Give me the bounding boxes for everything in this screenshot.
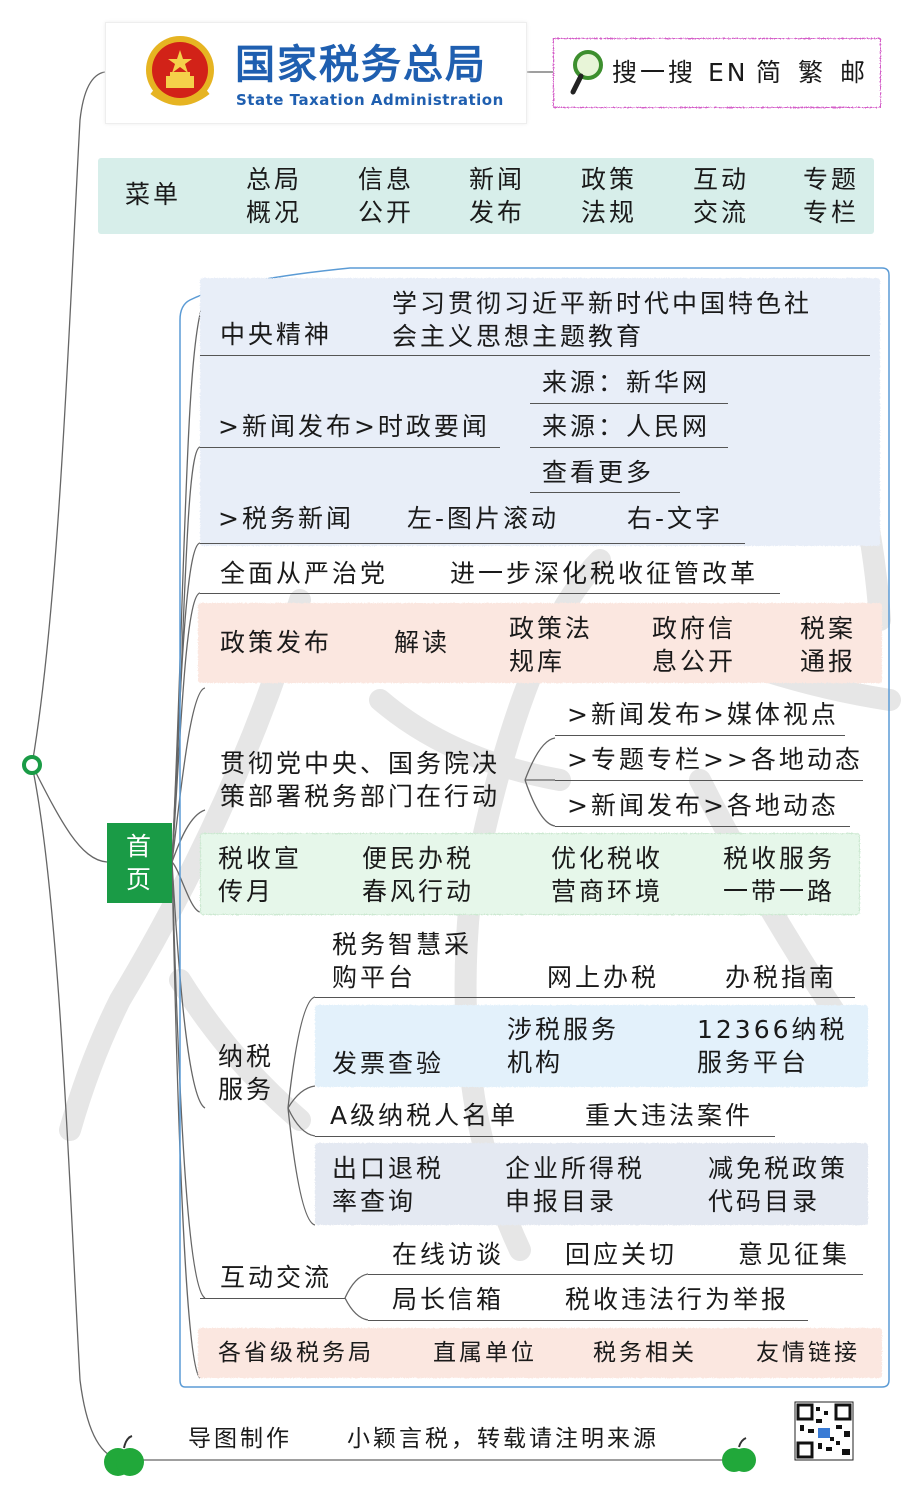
central-spirit-desc[interactable]: 学习贯彻习近平新时代中国特色社 会主义思想主题教育 [392, 289, 813, 351]
interaction-label[interactable]: 互动交流 [220, 1263, 333, 1292]
action-topic-local[interactable]: >专题专栏>>各地动态 [567, 745, 863, 774]
tax-news-right[interactable]: 右-文字 [627, 504, 724, 533]
menu-item-interaction[interactable]: 互动 交流 [693, 165, 750, 227]
policy-law-library[interactable]: 政策法 规库 [509, 614, 594, 676]
major-violations[interactable]: 重大违法案件 [585, 1101, 754, 1130]
action-label[interactable]: 贯彻党中央、国务院决 策部署税务部门在行动 [220, 749, 501, 811]
central-spirit-label[interactable]: 中央精神 [220, 320, 333, 349]
link-simplified[interactable]: 简 [756, 58, 785, 87]
invoice-check[interactable]: 发票查验 [332, 1049, 445, 1078]
divider [315, 1136, 775, 1137]
divider [200, 447, 500, 448]
qr-code [794, 1401, 854, 1461]
provincial-bureaus[interactable]: 各省级税务局 [218, 1340, 374, 1366]
national-emblem-icon [146, 36, 214, 106]
taxpayer-service-label[interactable]: 纳税 服务 [218, 1042, 275, 1104]
news-politics-label[interactable]: >新闻发布>时政要闻 [218, 412, 490, 441]
gov-info-disclosure[interactable]: 政府信 息公开 [652, 614, 737, 676]
collection-reform[interactable]: 进一步深化税收征管改革 [450, 559, 759, 588]
tax-news-label[interactable]: >税务新闻 [218, 504, 354, 533]
home-node[interactable] [107, 823, 172, 903]
divider [368, 1274, 863, 1275]
divider [555, 735, 845, 736]
response-concerns[interactable]: 回应关切 [565, 1240, 678, 1269]
campaign-business-env[interactable]: 优化税收 营商环境 [551, 844, 664, 906]
tax-news-left[interactable]: 左-图片滚动 [407, 504, 560, 533]
divider [200, 1298, 345, 1299]
tax-service-agency[interactable]: 涉税服务 机构 [507, 1015, 620, 1077]
hotline-12366[interactable]: 12366纳税 服务平台 [697, 1015, 848, 1077]
export-band [315, 1143, 868, 1225]
divider [368, 1320, 808, 1321]
violation-report[interactable]: 税收违法行为举报 [565, 1285, 790, 1314]
policy-release[interactable]: 政策发布 [220, 628, 333, 657]
divider [555, 826, 850, 827]
online-tax[interactable]: 网上办税 [547, 963, 660, 992]
footer-links-band [198, 1328, 882, 1378]
root-node [22, 755, 42, 775]
action-news-local[interactable]: >新闻发布>各地动态 [567, 791, 839, 820]
tax-related[interactable]: 税务相关 [593, 1340, 697, 1366]
home-label[interactable]: 首 页 [126, 832, 155, 894]
search-box[interactable] [553, 38, 881, 108]
central-news-band [200, 278, 880, 546]
divider [530, 403, 728, 404]
friendly-links[interactable]: 友情链接 [756, 1340, 860, 1366]
search-label[interactable]: 搜一搜 [612, 58, 697, 87]
divider [555, 780, 863, 781]
divider [530, 492, 680, 493]
menu-label: 菜单 [125, 180, 182, 209]
menu-item-info-disclosure[interactable]: 信息 公开 [358, 165, 415, 227]
apple-icon-right [722, 1437, 756, 1472]
menu-item-policy[interactable]: 政策 法规 [581, 165, 638, 227]
smart-procurement[interactable]: 税务智慧采 购平台 [332, 930, 473, 992]
campaign-spring-breeze[interactable]: 便民办税 春风行动 [362, 844, 475, 906]
affiliated-units[interactable]: 直属单位 [433, 1340, 537, 1366]
policy-interpretation[interactable]: 解读 [394, 628, 451, 657]
menu-item-overview[interactable]: 总局 概况 [246, 165, 303, 227]
credits-label: 导图制作 [188, 1426, 292, 1452]
divider [315, 997, 855, 998]
news-source-xinhua[interactable]: 来源：新华网 [542, 368, 711, 397]
menu-item-special-topics[interactable]: 专题 专栏 [803, 165, 860, 227]
menu-item-news[interactable]: 新闻 发布 [469, 165, 526, 227]
a-level-taxpayers[interactable]: A级纳税人名单 [330, 1101, 519, 1130]
home-frame [179, 267, 890, 1388]
campaign-tax-month[interactable]: 税收宣 传月 [218, 844, 303, 906]
magnifier-icon[interactable] [568, 48, 608, 96]
divider [200, 593, 780, 594]
invoice-band [315, 1005, 868, 1087]
divider [200, 355, 870, 356]
export-rebate-query[interactable]: 出口退税 率查询 [332, 1154, 445, 1216]
divider [200, 543, 745, 544]
party-discipline[interactable]: 全面从严治党 [220, 559, 389, 588]
opinion-collection[interactable]: 意见征集 [738, 1240, 851, 1269]
credits-text: 小颖言税，转载请注明来源 [347, 1426, 659, 1452]
link-mail[interactable]: 邮 [840, 58, 869, 87]
link-traditional[interactable]: 繁 [798, 58, 827, 87]
director-mailbox[interactable]: 局长信箱 [392, 1285, 505, 1314]
divider [530, 447, 728, 448]
news-more-link[interactable]: 查看更多 [542, 458, 655, 487]
campaign-belt-road[interactable]: 税收服务 一带一路 [723, 844, 836, 906]
tax-relief-code-catalog[interactable]: 减免税政策 代码目录 [708, 1154, 849, 1216]
agency-name-cn: 国家税务总局 [235, 42, 487, 88]
action-media-view[interactable]: >新闻发布>媒体视点 [567, 700, 839, 729]
policy-band [198, 603, 882, 683]
apple-icon-left [104, 1435, 144, 1476]
tax-guide[interactable]: 办税指南 [725, 963, 838, 992]
tax-case-report[interactable]: 税案 通报 [800, 614, 857, 676]
online-interview[interactable]: 在线访谈 [392, 1240, 505, 1269]
cit-filing-catalog[interactable]: 企业所得税 申报目录 [505, 1154, 646, 1216]
link-en[interactable]: EN [708, 58, 749, 87]
agency-name-en: State Taxation Administration [236, 91, 504, 109]
campaign-band [200, 833, 860, 915]
news-source-people[interactable]: 来源：人民网 [542, 412, 711, 441]
menu-bar [98, 158, 874, 234]
